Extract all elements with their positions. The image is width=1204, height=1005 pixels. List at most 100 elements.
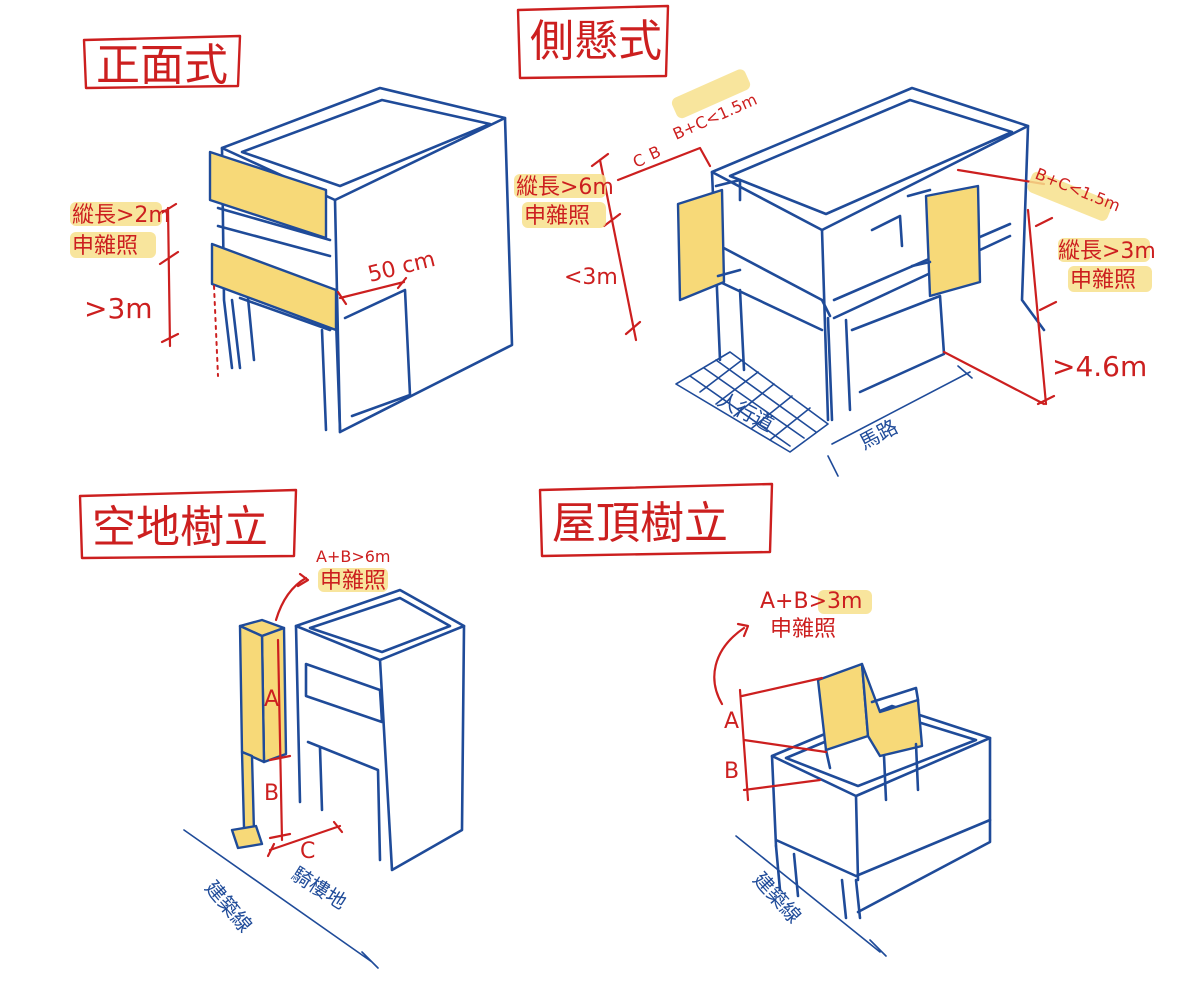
roof-sign-side xyxy=(860,662,924,758)
front-ground-opening xyxy=(343,288,412,418)
side-right-sign xyxy=(924,184,982,298)
roof-height-dims xyxy=(740,676,828,792)
side-left-height-ticks xyxy=(590,152,642,336)
front-upper-sign xyxy=(208,150,328,240)
side-bc-right-highlight xyxy=(1027,171,1112,221)
side-sign-brackets xyxy=(714,178,932,278)
roof-label-b: B xyxy=(724,759,739,784)
front-title: 正面式 xyxy=(96,40,228,91)
roof-sum-label: A+B>3m xyxy=(760,589,862,614)
side-left-height-label: <3m xyxy=(564,265,618,290)
side-right-permit-highlight xyxy=(1068,266,1152,292)
ground-label-a: A xyxy=(264,687,279,712)
ground-building xyxy=(294,588,466,872)
panel-ground: 空地樹立 A+B>6m 申雜照 A B C 騎樓地 建築線 xyxy=(78,488,466,969)
ground-callout-arrowhead xyxy=(296,572,310,588)
front-building xyxy=(216,86,514,434)
side-left-permit-label: 申雜照 xyxy=(524,204,590,229)
front-length-label: 縱長>2m xyxy=(72,203,170,228)
side-sidewalk-label: 人行道 xyxy=(714,387,778,436)
side-pillars xyxy=(738,288,852,422)
ground-open-space-label: 騎樓地 xyxy=(287,862,351,914)
ground-upper-band xyxy=(304,662,384,724)
roof-title-frame xyxy=(538,482,774,558)
roof-label-a: A xyxy=(724,709,739,734)
roof-callout-arrowhead xyxy=(736,622,750,638)
front-mid-pillar xyxy=(320,318,342,432)
ground-label-c: C xyxy=(300,839,315,864)
roof-floor-band xyxy=(774,818,992,878)
roof-main-edges xyxy=(770,736,992,914)
ground-height-dim xyxy=(268,638,292,842)
front-floor-band xyxy=(216,206,332,258)
ground-label-b: B xyxy=(264,781,279,806)
front-length-highlight xyxy=(70,202,162,226)
side-right-length-highlight xyxy=(1058,238,1150,262)
ground-door xyxy=(306,740,382,862)
side-sidewalk-outline xyxy=(675,351,829,453)
side-right-length-label: 縱長>3m xyxy=(1058,239,1156,264)
side-road-arrow xyxy=(827,365,973,477)
ground-sign-pole xyxy=(240,750,256,834)
roof-permit-label: 申雜照 xyxy=(770,617,836,642)
roof-callout-arrow xyxy=(713,626,746,706)
side-left-sign xyxy=(676,188,726,302)
side-roof xyxy=(710,86,1030,232)
front-roof-inner xyxy=(240,98,492,188)
side-ground-opening xyxy=(850,294,946,394)
roof-sign-face xyxy=(816,662,870,752)
panel-front: 正面式 縱長>2m 申雜照 >3m 50 cm xyxy=(70,34,514,434)
ground-sum-label: A+B>6m xyxy=(316,547,391,566)
side-floor-bands xyxy=(718,244,832,332)
front-permit-label: 申雜照 xyxy=(72,234,138,259)
ground-title-frame xyxy=(78,488,298,560)
ground-permit-highlight xyxy=(318,568,388,592)
side-left-permit-highlight xyxy=(522,202,606,228)
front-depth-dim xyxy=(336,276,408,306)
roof-height-line xyxy=(738,688,750,802)
side-road-label: 馬路 xyxy=(855,414,902,454)
roof-pillars xyxy=(774,844,862,920)
front-lower-sign xyxy=(210,242,338,332)
front-height-dim-ticks xyxy=(158,202,180,344)
side-floor-bands-right xyxy=(832,222,1012,320)
side-left-length-highlight xyxy=(514,174,606,198)
front-clearance-dashed xyxy=(213,285,219,377)
ground-building-line-label: 建築線 xyxy=(200,876,257,937)
front-permit-highlight xyxy=(70,232,156,258)
side-title-frame xyxy=(516,4,670,80)
side-building xyxy=(675,86,1046,477)
side-window xyxy=(870,214,904,248)
side-right-permit-label: 申雜照 xyxy=(1070,268,1136,293)
ground-setback-dim xyxy=(266,820,344,858)
side-right-ticks xyxy=(1034,216,1058,406)
side-left-bc-dim xyxy=(616,146,712,182)
side-label-b: B xyxy=(646,142,664,164)
roof-sum-highlight xyxy=(818,590,872,614)
ground-roof-inner xyxy=(308,596,452,654)
side-bc-left-highlight xyxy=(671,69,751,119)
front-height-label: >3m xyxy=(84,292,153,325)
ground-title: 空地樹立 xyxy=(92,502,268,553)
side-left-length-label: 縱長>6m xyxy=(516,175,614,200)
panel-roof: 屋頂樹立 A+B>3m 申雜照 A B 建築線 xyxy=(538,482,992,957)
side-title: 側懸式 xyxy=(530,16,662,67)
ground-sign-base xyxy=(230,824,264,850)
ground-callout-arrow xyxy=(274,576,308,622)
ground-permit-label: 申雜照 xyxy=(320,569,386,594)
front-height-dim-line xyxy=(166,206,172,348)
front-left-pillar xyxy=(230,296,256,370)
side-sidewalk-grid xyxy=(689,359,817,447)
roof-building-line-label: 建築線 xyxy=(748,867,806,928)
roof-title: 屋頂樹立 xyxy=(552,498,728,549)
roof-sign-frame xyxy=(824,686,920,802)
front-title-frame xyxy=(82,34,242,90)
roof-building-line xyxy=(735,835,887,957)
front-right-face xyxy=(338,116,514,434)
side-clearance-label: >4.6m xyxy=(1052,350,1147,383)
ground-building-line xyxy=(183,829,379,969)
ground-main-edges xyxy=(294,624,466,872)
side-roof-inner xyxy=(728,98,1014,216)
panel-side: 側懸式 縱長>6m 申雜照 <3m C xyxy=(514,4,1156,477)
